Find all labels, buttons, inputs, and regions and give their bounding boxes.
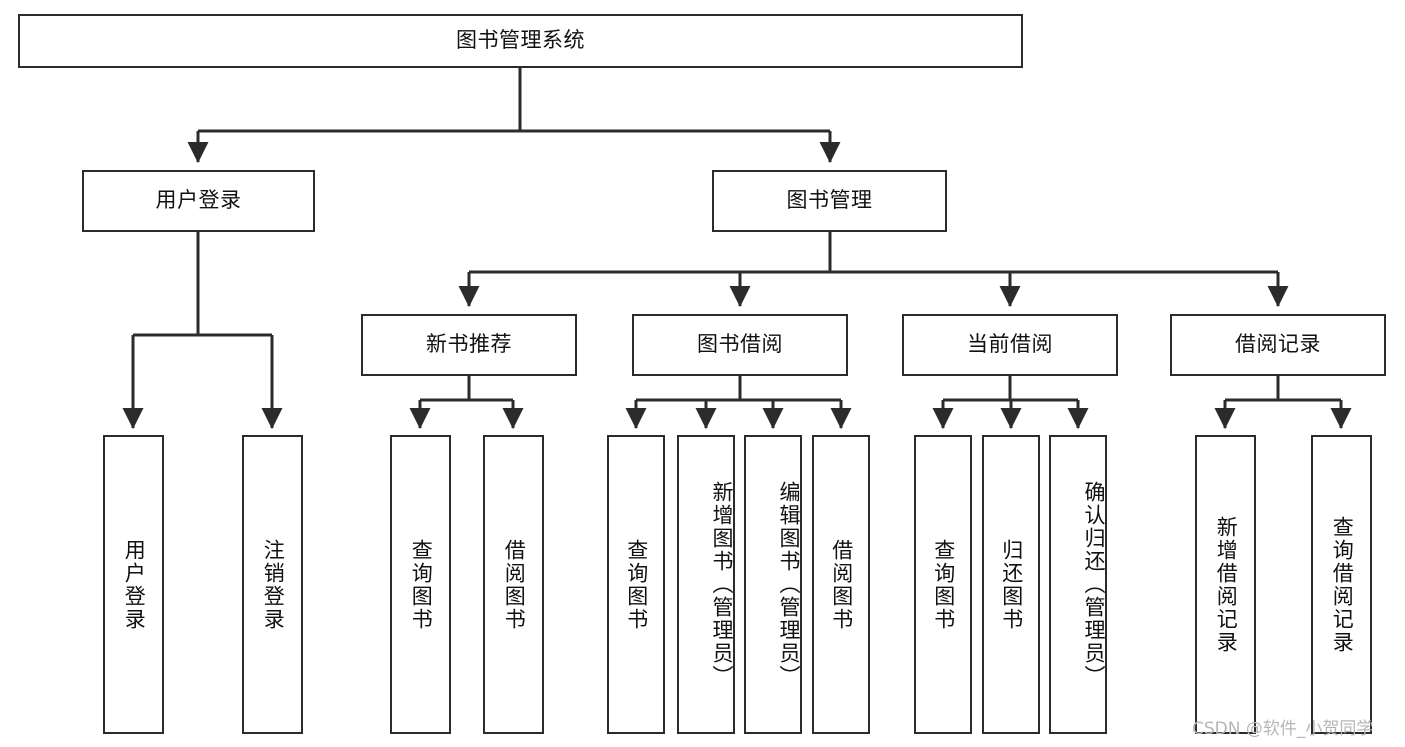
node-leaf-records-query-record[interactable]: 查询借阅记录 <box>1311 435 1372 734</box>
node-leaf-newbook-query-book-label: 查询图书 <box>409 538 434 631</box>
node-leaf-records-query-record-label: 查询借阅记录 <box>1330 515 1355 654</box>
node-leaf-current-confirm-return-label: 确认归还（管理员） <box>1082 481 1106 688</box>
node-new-book-recommend-label: 新书推荐 <box>426 332 512 357</box>
node-new-book-recommend[interactable]: 新书推荐 <box>361 314 577 376</box>
node-leaf-current-return-book-label: 归还图书 <box>999 538 1024 631</box>
node-leaf-user-login-label: 用户登录 <box>122 538 147 631</box>
node-leaf-borrow-borrow-book[interactable]: 借阅图书 <box>812 435 870 734</box>
node-leaf-logout-login-label: 注销登录 <box>261 538 286 631</box>
node-leaf-borrow-borrow-book-label: 借阅图书 <box>829 538 854 631</box>
node-user-login-label: 用户登录 <box>155 188 242 213</box>
node-leaf-current-query-book[interactable]: 查询图书 <box>914 435 972 734</box>
node-leaf-records-add-record-label: 新增借阅记录 <box>1214 515 1239 654</box>
node-leaf-records-add-record[interactable]: 新增借阅记录 <box>1195 435 1256 734</box>
node-book-management[interactable]: 图书管理 <box>712 170 947 232</box>
node-book-management-label: 图书管理 <box>786 188 873 213</box>
node-leaf-newbook-query-book[interactable]: 查询图书 <box>390 435 451 734</box>
node-root[interactable]: 图书管理系统 <box>18 14 1023 68</box>
node-leaf-borrow-add-book-label: 新增图书（管理员） <box>710 481 734 688</box>
node-user-login[interactable]: 用户登录 <box>82 170 315 232</box>
node-borrow-records[interactable]: 借阅记录 <box>1170 314 1386 376</box>
node-leaf-current-confirm-return[interactable]: 确认归还（管理员） <box>1049 435 1107 734</box>
node-leaf-borrow-edit-book-label: 编辑图书（管理员） <box>777 481 801 688</box>
node-root-label: 图书管理系统 <box>456 28 585 53</box>
node-book-borrow[interactable]: 图书借阅 <box>632 314 848 376</box>
node-leaf-borrow-query-book-label: 查询图书 <box>624 538 649 631</box>
node-leaf-logout-login[interactable]: 注销登录 <box>242 435 303 734</box>
node-leaf-borrow-edit-book[interactable]: 编辑图书（管理员） <box>744 435 802 734</box>
node-leaf-newbook-borrow-book[interactable]: 借阅图书 <box>483 435 544 734</box>
node-leaf-borrow-query-book[interactable]: 查询图书 <box>607 435 665 734</box>
node-leaf-newbook-borrow-book-label: 借阅图书 <box>502 538 527 631</box>
node-leaf-borrow-add-book[interactable]: 新增图书（管理员） <box>677 435 735 734</box>
node-leaf-current-query-book-label: 查询图书 <box>931 538 956 631</box>
node-book-borrow-label: 图书借阅 <box>697 332 783 357</box>
node-leaf-user-login[interactable]: 用户登录 <box>103 435 164 734</box>
node-borrow-records-label: 借阅记录 <box>1235 332 1321 357</box>
node-current-borrow-label: 当前借阅 <box>967 332 1053 357</box>
node-leaf-current-return-book[interactable]: 归还图书 <box>982 435 1040 734</box>
node-current-borrow[interactable]: 当前借阅 <box>902 314 1118 376</box>
